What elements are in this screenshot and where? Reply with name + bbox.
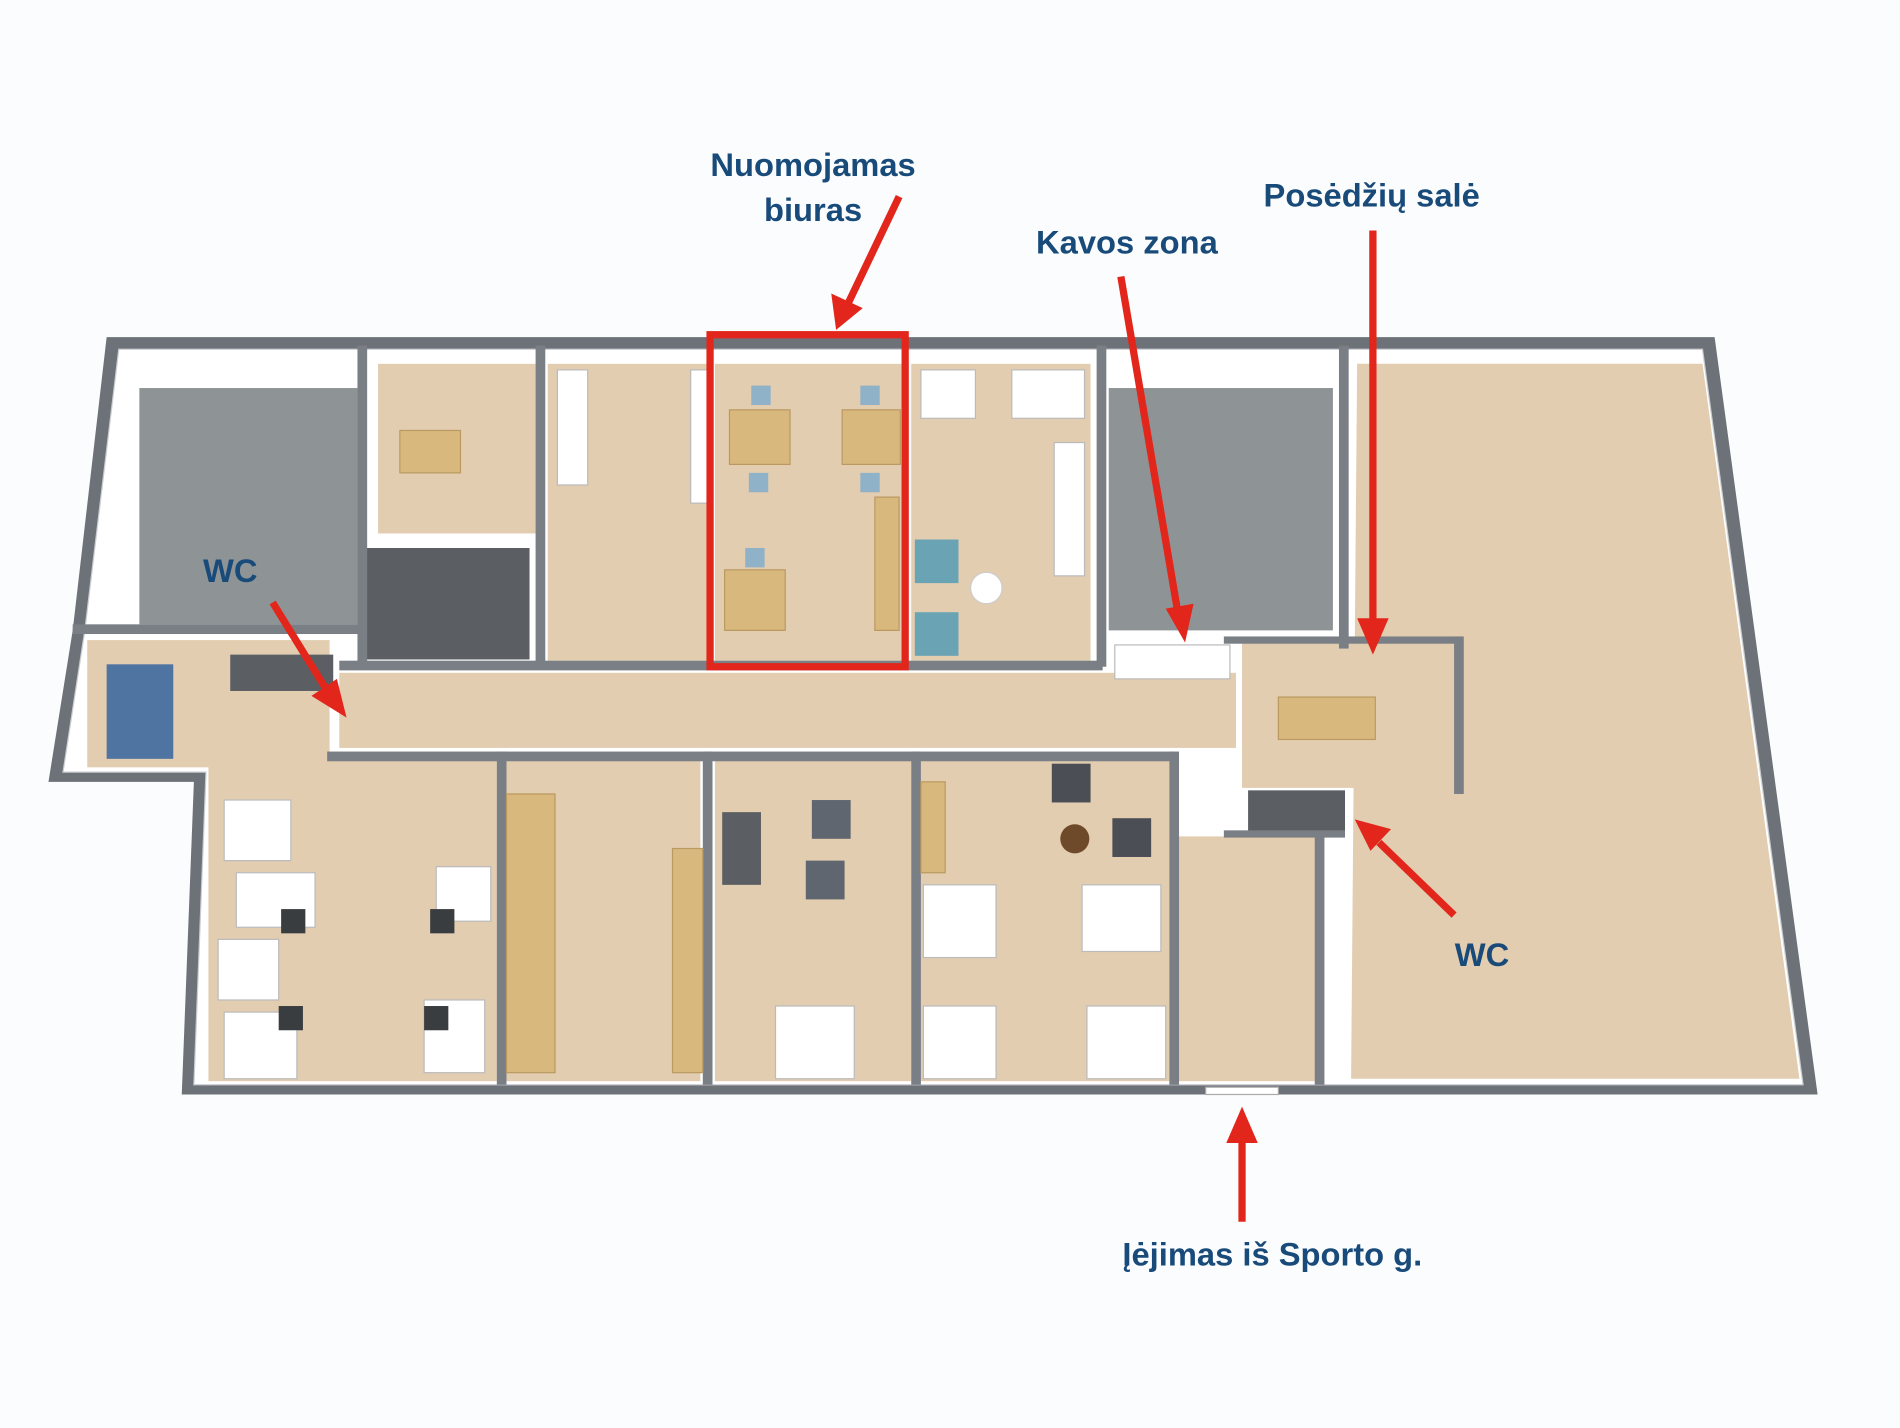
arrow-meeting-room bbox=[1357, 230, 1389, 655]
large-hall bbox=[1351, 363, 1800, 1079]
label-meeting-room: Posėdžių salė bbox=[1264, 176, 1480, 213]
furniture bbox=[106, 369, 1376, 1080]
label-coffee-zone: Kavos zona bbox=[1036, 224, 1219, 261]
entrance-door bbox=[1205, 1086, 1279, 1096]
wc-right-room bbox=[1248, 790, 1346, 833]
entrance-hall bbox=[1177, 836, 1318, 1082]
label-entrance: Įėjimas iš Sporto g. bbox=[1122, 1235, 1422, 1272]
arrow-rented-office bbox=[831, 195, 903, 330]
rented-office-highlight bbox=[706, 331, 909, 671]
label-rented-office-line2: biuras bbox=[764, 191, 862, 228]
building bbox=[48, 337, 1818, 1096]
grey-room-left bbox=[139, 388, 358, 625]
corridor bbox=[339, 672, 1236, 748]
label-rented-office-line1: Nuomojamas bbox=[710, 146, 915, 183]
arrow-wc-right bbox=[1354, 819, 1457, 918]
bathroom bbox=[359, 547, 530, 660]
arrows bbox=[269, 195, 1457, 1222]
arrow-wc-left bbox=[269, 600, 347, 718]
label-wc-right: WC bbox=[1455, 936, 1509, 973]
arrow-coffee-zone bbox=[1117, 275, 1194, 643]
arrow-entrance bbox=[1226, 1106, 1258, 1222]
label-wc-left: WC bbox=[203, 552, 257, 589]
coffee-counter bbox=[1114, 644, 1231, 680]
